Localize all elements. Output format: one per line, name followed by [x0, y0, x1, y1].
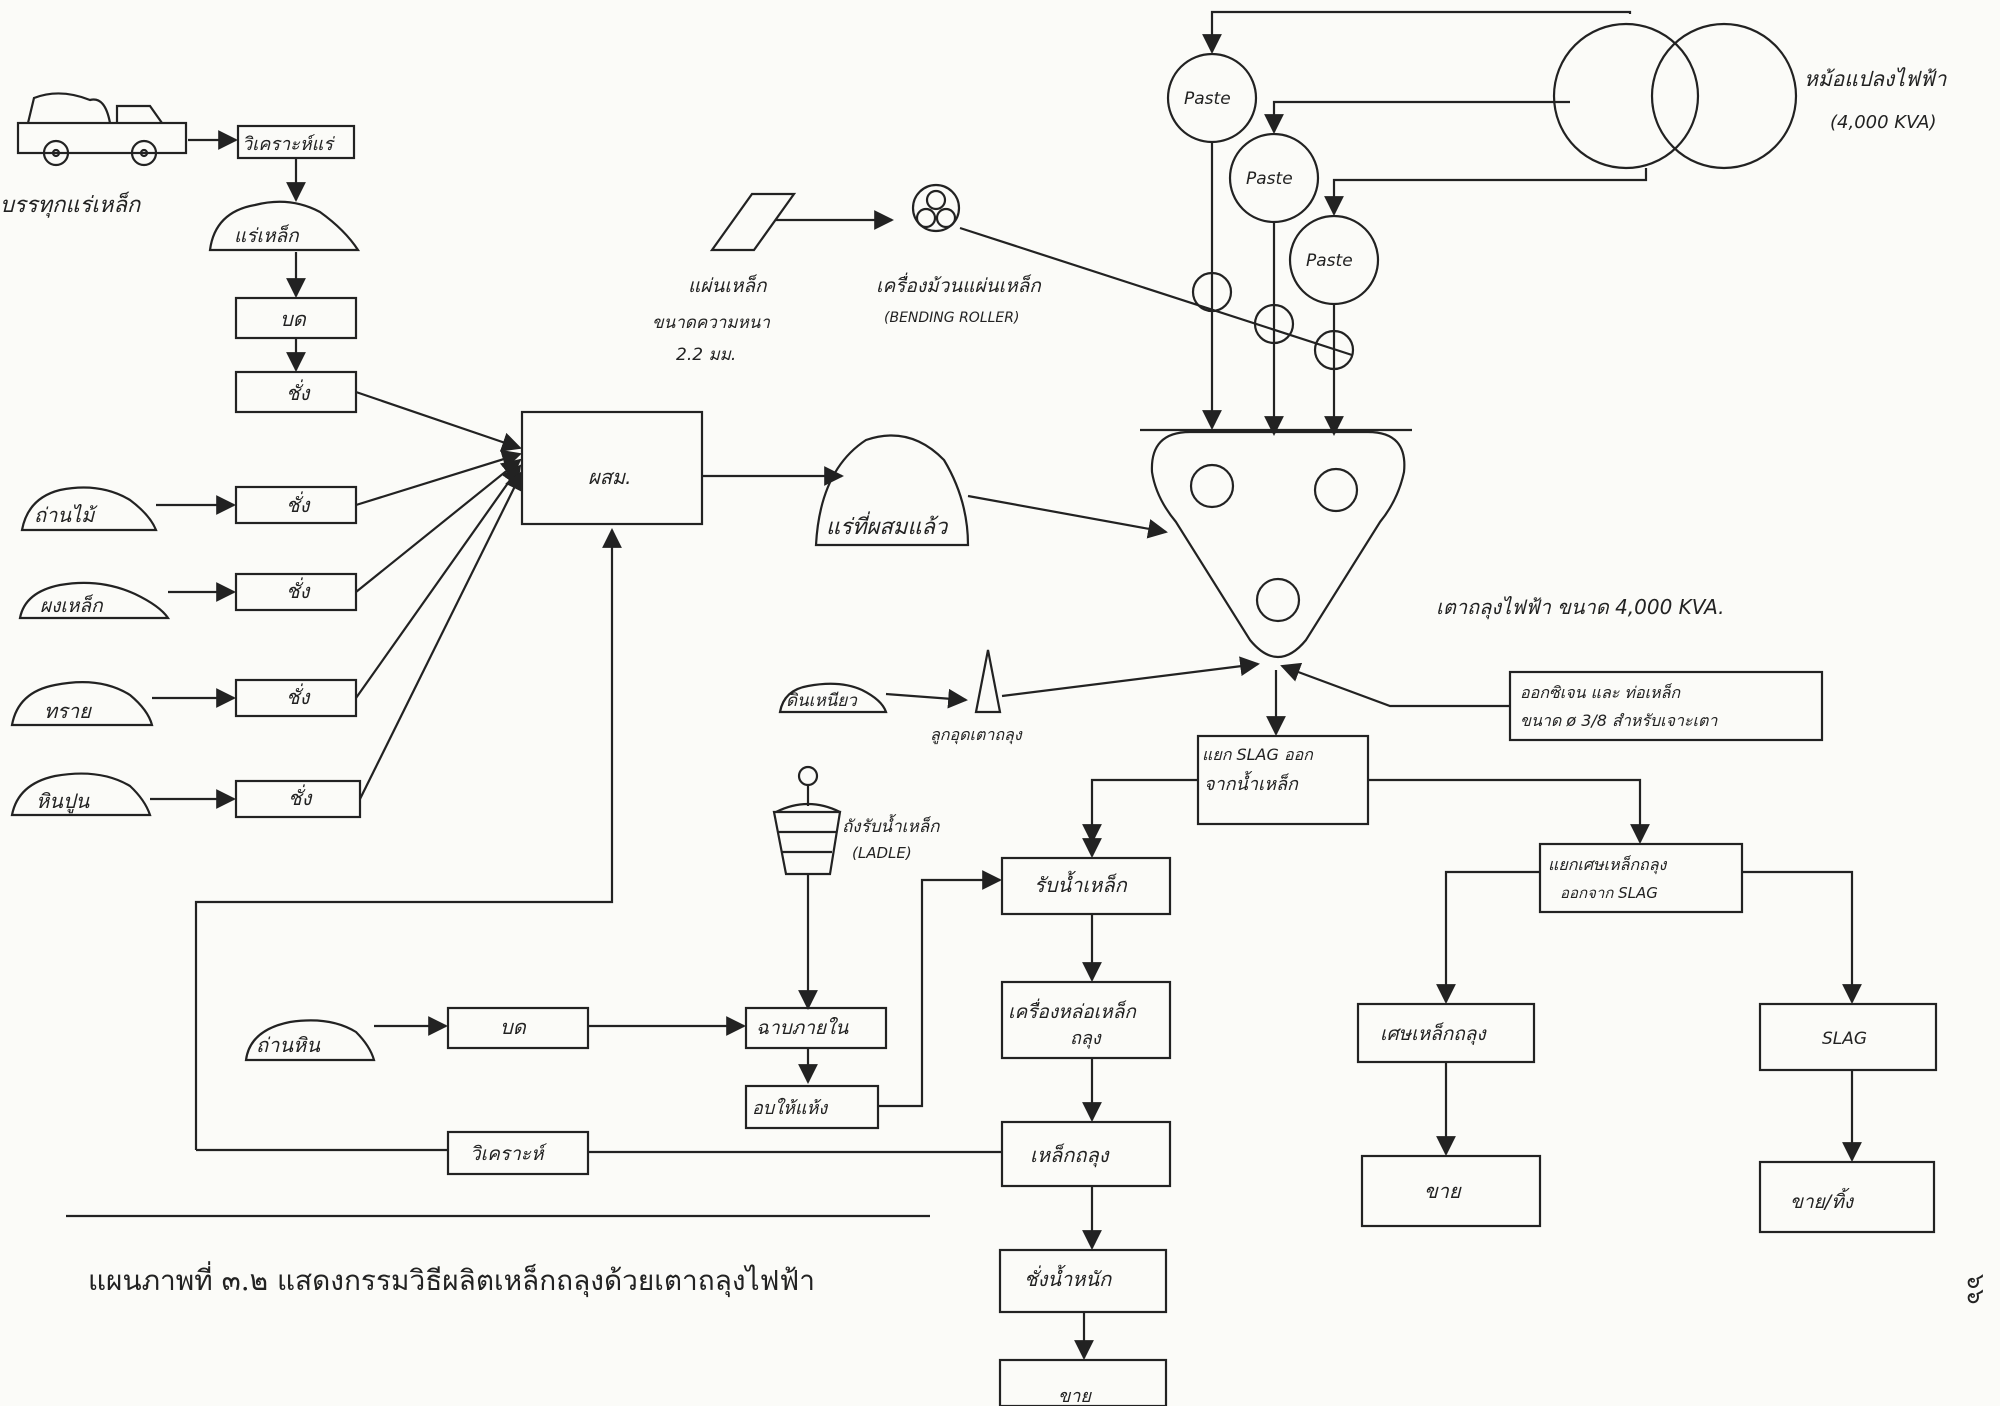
oxygen-label-2: ขนาด ø 3/8 สำหรับเจาะเตา: [1520, 711, 1718, 730]
separate-slag-label-1: แยก SLAG ออก: [1202, 745, 1314, 764]
bending-roller-label-en: (BENDING ROLLER): [884, 310, 1019, 326]
transformer-capacity: (4,000 KVA): [1830, 112, 1937, 133]
slag-label: SLAG: [1822, 1029, 1867, 1049]
limestone-label: หินปูน: [36, 789, 91, 814]
plug-icon: [976, 650, 1000, 712]
truck-label: บรรทุกแร่เหล็ก: [0, 191, 142, 218]
crush-label: บด: [280, 307, 307, 331]
weigh-label-limestone: ชั่ง: [288, 784, 313, 810]
steel-sheet-label-3: 2.2 มม.: [676, 345, 736, 365]
ore-pile-label: แร่เหล็ก: [234, 224, 300, 247]
sell-discard-label: ขาย/ทิ้ง: [1790, 1187, 1855, 1213]
coal-label: ถ่านหิน: [256, 1033, 321, 1057]
separate-scrap-label-2: ออกจาก SLAG: [1560, 884, 1658, 902]
lining-label: ฉาบภายใน: [756, 1016, 849, 1039]
paste-label-3: Paste: [1306, 251, 1353, 271]
sell-scrap-label: ขาย: [1424, 1179, 1462, 1203]
receive-iron-label: รับน้ำเหล็ก: [1034, 870, 1128, 897]
figure-caption: แผนภาพที่ ๓.๒ แสดงกรรมวิธีผลิตเหล็กถลุงด…: [88, 1261, 815, 1298]
paste-label-1: Paste: [1184, 89, 1231, 109]
dry-label: อบให้แห้ง: [752, 1097, 828, 1119]
clay-label: ดินเหนียว: [786, 691, 858, 711]
separate-slag-label-2: จากน้ำเหล็ก: [1204, 770, 1299, 795]
sell-main-label: ขาย: [1058, 1386, 1092, 1406]
weigh-final-label: ชั่งน้ำหนัก: [1024, 1264, 1112, 1291]
casting-machine-label-2: ถลุง: [1070, 1028, 1102, 1049]
ore-analysis-label: วิเคราะห์แร่: [242, 134, 335, 155]
weigh-label-iron-powder: ชั่ง: [286, 577, 311, 603]
iron-powder-label: ผงเหล็ก: [40, 594, 104, 617]
oxygen-label-1: ออกซิเจน และ ท่อเหล็ก: [1520, 683, 1681, 702]
pig-iron-label: เหล็กถลุง: [1030, 1143, 1110, 1168]
ladle-icon: [774, 767, 840, 874]
mixer-label: ผสม.: [588, 465, 631, 489]
analyze-label: วิเคราะห์: [470, 1143, 547, 1165]
weigh-label-sand: ชั่ง: [286, 683, 311, 709]
sand-label: ทราย: [44, 699, 92, 723]
bending-roller-label-th: เครื่องม้วนแผ่นเหล็ก: [876, 272, 1042, 297]
casting-machine-label-1: เครื่องหล่อเหล็ก: [1008, 998, 1137, 1023]
furnace-label: เตาถลุงไฟฟ้า ขนาด 4,000 KVA.: [1436, 595, 1725, 620]
weigh-label-ore: ชั่ง: [286, 379, 311, 405]
steel-sheet: [712, 194, 794, 250]
page-number: ๖๖: [1962, 1274, 1990, 1304]
mixed-ore-label: แร่ที่ผสมแล้ว: [826, 511, 949, 540]
steel-sheet-label-2: ขนาดความหนา: [652, 313, 770, 333]
steel-sheet-label-1: แผ่นเหล็ก: [688, 274, 768, 297]
coal-crush-label: บด: [500, 1015, 527, 1039]
ladle-label-en: (LADLE): [852, 844, 912, 862]
charcoal-label: ถ่านไม้: [34, 503, 98, 527]
truck-icon: [18, 93, 186, 165]
ladle-label-th: ถังรับน้ำเหล็ก: [842, 813, 940, 837]
paste-label-2: Paste: [1246, 169, 1293, 189]
transformer-icon: [1554, 24, 1796, 168]
separate-scrap-label-1: แยกเศษเหล็กถลุง: [1548, 855, 1668, 875]
transformer-label: หม้อแปลงไฟฟ้า: [1804, 67, 1948, 91]
plug-label: ลูกอุดเตาถลุง: [930, 725, 1023, 745]
weigh-label-charcoal: ชั่ง: [286, 491, 311, 517]
scrap-iron-label: เศษเหล็กถลุง: [1380, 1022, 1487, 1045]
bending-roller-icon: [913, 185, 959, 231]
furnace-icon: [1140, 430, 1412, 657]
